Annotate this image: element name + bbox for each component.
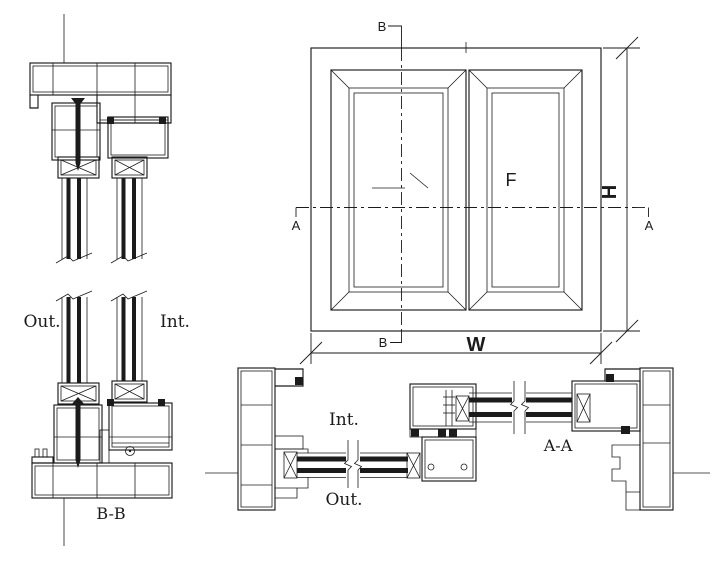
aa-right-pocket-profile [571,368,641,434]
height-dim-label: H [599,185,621,199]
aa-right-jamb-profile [611,367,674,511]
height-dimension: H [599,36,640,343]
gasket [438,429,446,437]
glazing-block [283,451,298,479]
bb-glazing-bead-bottom-right [107,380,165,406]
break-mark [110,290,148,302]
cut-b-bottom-label: B [379,335,388,350]
width-dimension: W [299,333,613,365]
break-mark [55,290,93,302]
cut-line-b: B B [378,19,402,350]
break-mark [55,252,93,264]
fixed-panel-label: F [506,170,517,190]
opening-direction-symbol [409,172,429,189]
opening-sash [330,69,467,311]
gasket [606,374,614,382]
break-mark [509,381,519,434]
cut-line-a: A A [292,207,654,233]
glazing-block [455,395,470,422]
glazing-block [406,452,421,479]
dim-tick [299,341,323,365]
screw-port [460,463,468,471]
aa-glass-band-outer [297,440,408,488]
cut-a-right-label: A [645,218,654,233]
bb-fixed-head-profile [107,116,169,159]
bb-label-int: Int. [160,312,190,332]
bb-glazing-bead-top-right [111,156,148,179]
gasket [621,426,630,434]
aa-glass-band-inner [469,381,572,434]
bb-caption: B-B [96,504,125,523]
gasket [411,429,419,437]
bb-glass-unit-inner [110,178,148,381]
width-dim-label: W [467,334,486,356]
bb-label-out: Out. [23,312,60,332]
section-aa-view: Int. Out. A-A [205,367,710,511]
dim-tick [615,319,639,343]
aa-caption: A-A [543,436,573,455]
aa-left-jamb-profile [237,367,309,511]
drain-roller-detail [125,446,135,456]
dim-tick [615,36,639,60]
cut-a-left-label: A [292,218,301,233]
glazing-block [576,393,591,423]
break-mark [353,440,363,488]
bb-fixed-sill-profile [108,402,173,456]
break-mark [520,381,530,434]
break-mark [110,252,148,264]
section-bb-view: Out. Int. B-B [23,14,190,546]
gasket [107,117,114,124]
screw-port [427,463,435,471]
fixed-panel: F [468,69,583,311]
gasket [449,429,457,437]
cut-b-top-label: B [378,19,387,34]
aa-meeting-stile-profile [406,383,477,482]
gasket [159,117,166,124]
window-frame [310,47,602,332]
elevation-view: F B B A A H [292,19,654,365]
bb-sill-frame-profile [31,448,173,499]
break-mark [343,440,353,488]
bb-sill-screw [71,397,85,468]
bb-glazing-bead-top-left [57,156,100,179]
aa-label-int: Int. [329,410,359,430]
bb-sash-sill-profile [53,404,110,464]
gasket [295,377,303,385]
bb-glass-unit-outer [55,178,93,383]
dim-tick [589,341,613,365]
aa-label-out: Out. [325,490,362,510]
